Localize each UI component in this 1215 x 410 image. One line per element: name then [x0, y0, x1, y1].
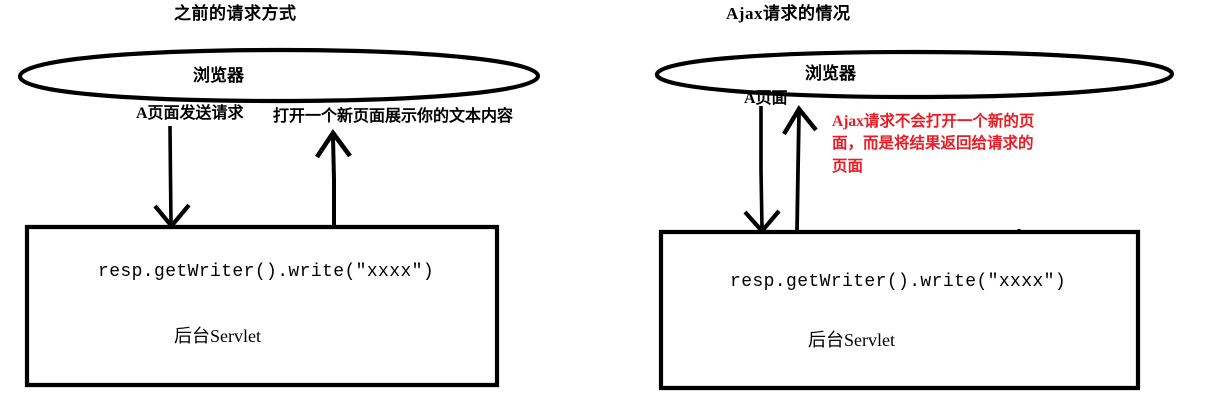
panel-title-before-ajax: 之前的请求方式 [174, 4, 297, 23]
ajax-note-right: Ajax请求不会打开一个新的页面，而是将结果返回给请求的页面 [832, 113, 1035, 175]
servlet-label-right: 后台Servlet [808, 330, 895, 350]
arrow-response-up-left-shaft [331, 136, 336, 226]
arrow-request-down-right-head [743, 209, 781, 235]
arrow-response-up-right-shaft [795, 111, 801, 232]
servlet-label-left: 后台Servlet [174, 326, 261, 346]
arrow-request-down-left-shaft [168, 125, 173, 224]
browser-ellipse-right [654, 49, 1175, 100]
browser-ellipse-left [17, 47, 541, 104]
browser-label-left: 浏览器 [193, 66, 244, 85]
edge-label-response-left: 打开一个新页面展示你的文本内容 [273, 108, 514, 125]
arrow-response-up-right-head [782, 105, 818, 136]
arrow-request-down-left-head [153, 203, 191, 230]
edge-label-request-right: A页面 [744, 90, 788, 107]
servlet-code-right: resp.getWriter().write("xxxx") [730, 272, 1067, 292]
arrow-request-down-right-shaft [759, 106, 764, 229]
servlet-box-right [658, 229, 1141, 391]
panel-title-with-ajax: Ajax请求的情况 [726, 4, 851, 23]
arrow-response-up-left-head [315, 128, 352, 159]
servlet-box-left [24, 224, 500, 388]
edge-label-request-left: A页面发送请求 [136, 105, 244, 122]
servlet-code-left: resp.getWriter().write("xxxx") [98, 262, 435, 282]
browser-label-right: 浏览器 [805, 64, 856, 83]
